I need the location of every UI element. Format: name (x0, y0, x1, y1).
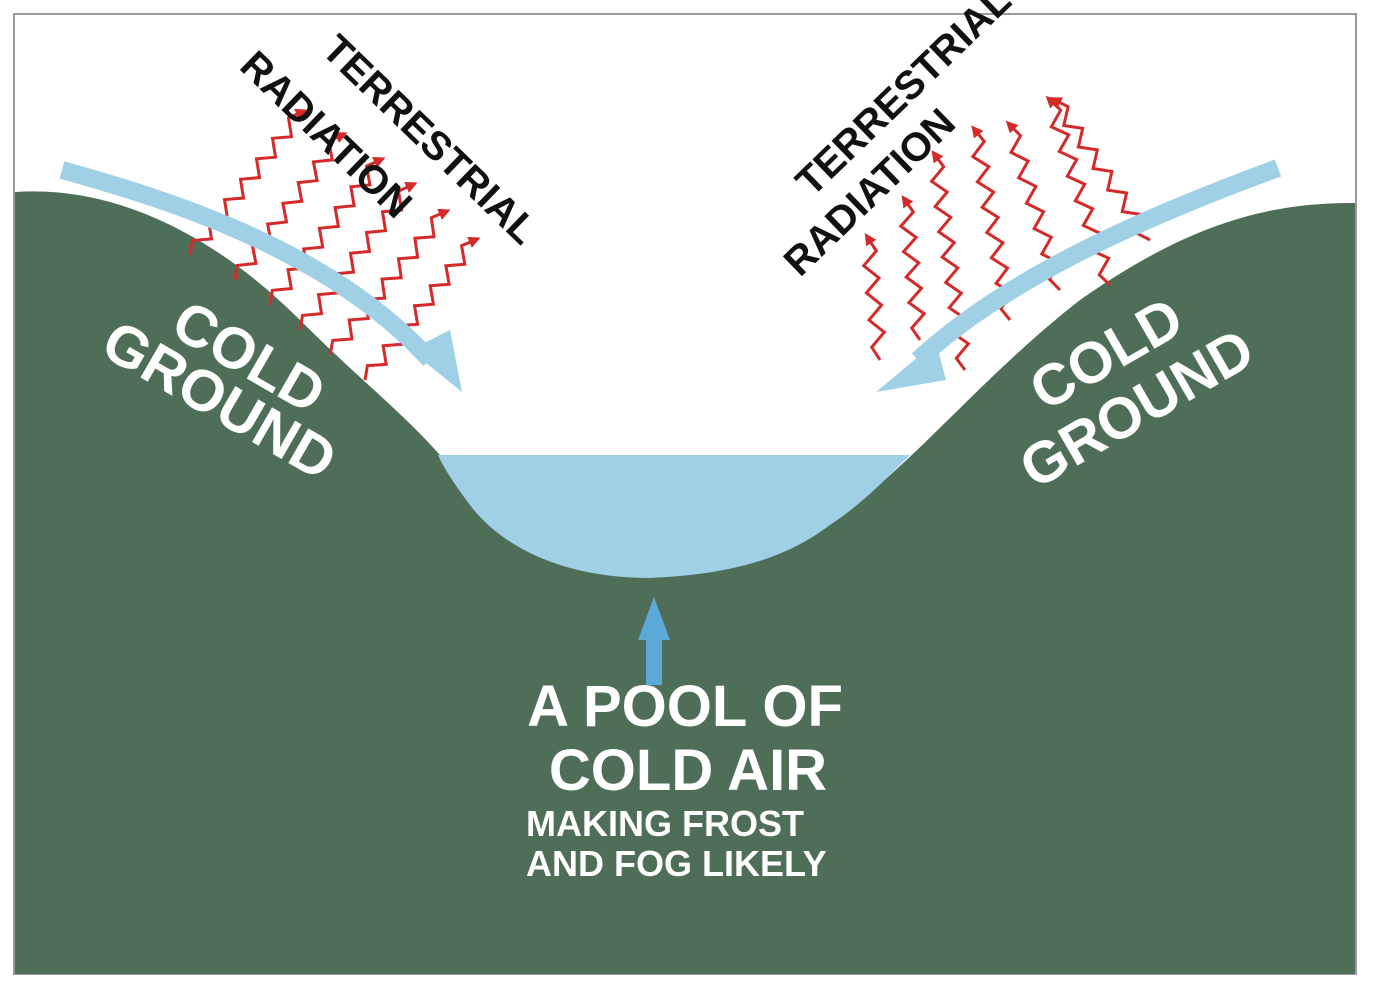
pool-label-line2: COLD AIR (549, 738, 827, 803)
pool-label-line1: A POOL OF (527, 674, 843, 739)
zigzag-arrow-icon (268, 157, 386, 306)
zigzag-arrow-icon (298, 182, 418, 331)
left-radiation-arrows (188, 108, 481, 381)
pool-sublabel-line2: AND FOG LIKELY (526, 843, 827, 884)
curved-arrow-icon (410, 330, 462, 392)
zigzag-arrow-icon (1045, 95, 1112, 287)
zigzag-arrow-icon (328, 208, 451, 356)
zigzag-arrow-icon (898, 195, 927, 341)
right-radiation-arrows (861, 95, 1151, 371)
zigzag-arrow-icon (861, 232, 887, 361)
zigzag-arrow-icon (233, 132, 348, 281)
zigzag-arrow-icon (1049, 97, 1151, 242)
valley-ground (15, 191, 1355, 975)
cold-air-pool (438, 455, 910, 578)
zigzag-arrow-icon (363, 236, 481, 381)
right-airflow-arrow (876, 159, 1282, 392)
left-airflow-arrow (59, 161, 462, 392)
zigzag-arrow-icon (188, 108, 308, 256)
pool-sublabel-line1: MAKING FROST (526, 803, 804, 844)
up-arrow-icon (638, 597, 670, 685)
curved-arrow-icon (876, 342, 946, 392)
